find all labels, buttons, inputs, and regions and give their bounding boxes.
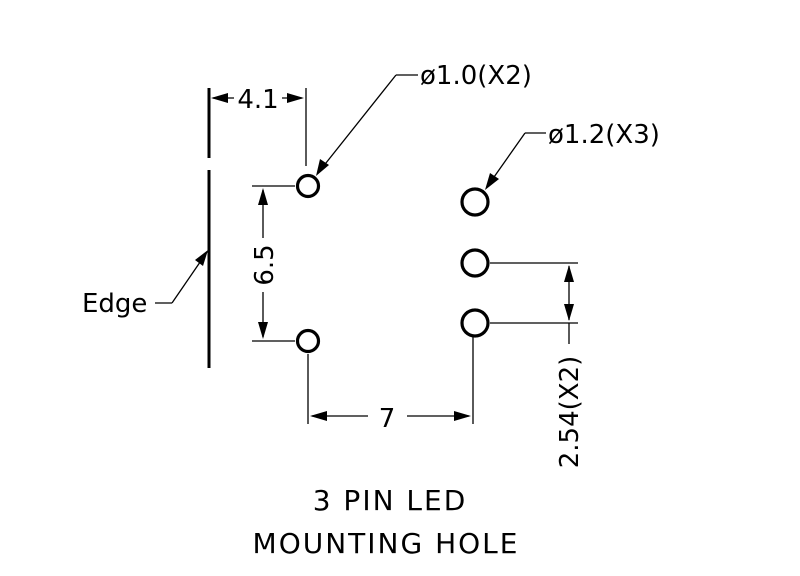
label-hole-small: ø1.0(X2)	[420, 61, 532, 91]
leader-arrowhead-small	[316, 159, 329, 176]
leader-large-hole: ø1.2(X3)	[485, 120, 660, 190]
dimension-label-pin-pitch: 2.54(X2)	[555, 356, 585, 469]
dimension-label-horizontal-spacing: 7	[379, 404, 396, 434]
arrowhead-left-7	[310, 411, 327, 421]
label-edge: Edge	[82, 289, 147, 319]
leader-line-small	[317, 74, 397, 174]
arrowhead-down	[258, 322, 268, 339]
large-hole-1	[460, 187, 490, 217]
large-hole-3	[460, 308, 490, 338]
arrowhead-pitch-down	[564, 304, 574, 321]
large-hole-2	[460, 248, 490, 278]
leader-arrowhead-large	[485, 173, 499, 190]
dimension-label-vertical-spacing: 6.5	[250, 244, 280, 285]
dimension-edge-offset: 4.1	[211, 85, 307, 166]
small-hole-top	[295, 173, 321, 199]
dimension-pin-pitch: 2.54(X2)	[490, 262, 585, 469]
leader-small-hole: ø1.0(X2)	[316, 61, 532, 176]
arrowhead-pitch-up	[564, 265, 574, 282]
arrowhead-left	[211, 93, 228, 103]
leader-edge: Edge	[82, 250, 208, 319]
arrowhead-right-7	[454, 411, 471, 421]
dimension-label-edge-offset: 4.1	[237, 85, 278, 115]
arrowhead-right	[287, 93, 304, 103]
label-hole-large: ø1.2(X3)	[548, 120, 660, 150]
caption-line-1: 3 PIN LED	[313, 484, 468, 517]
small-hole-bottom	[295, 328, 321, 354]
caption-line-2: MOUNTING HOLE	[253, 527, 520, 560]
leader-arrowhead-edge	[195, 250, 208, 266]
arrowhead-up	[258, 188, 268, 205]
dimension-vertical-spacing: 6.5	[250, 185, 295, 342]
dimension-horizontal-spacing: 7	[307, 337, 474, 434]
